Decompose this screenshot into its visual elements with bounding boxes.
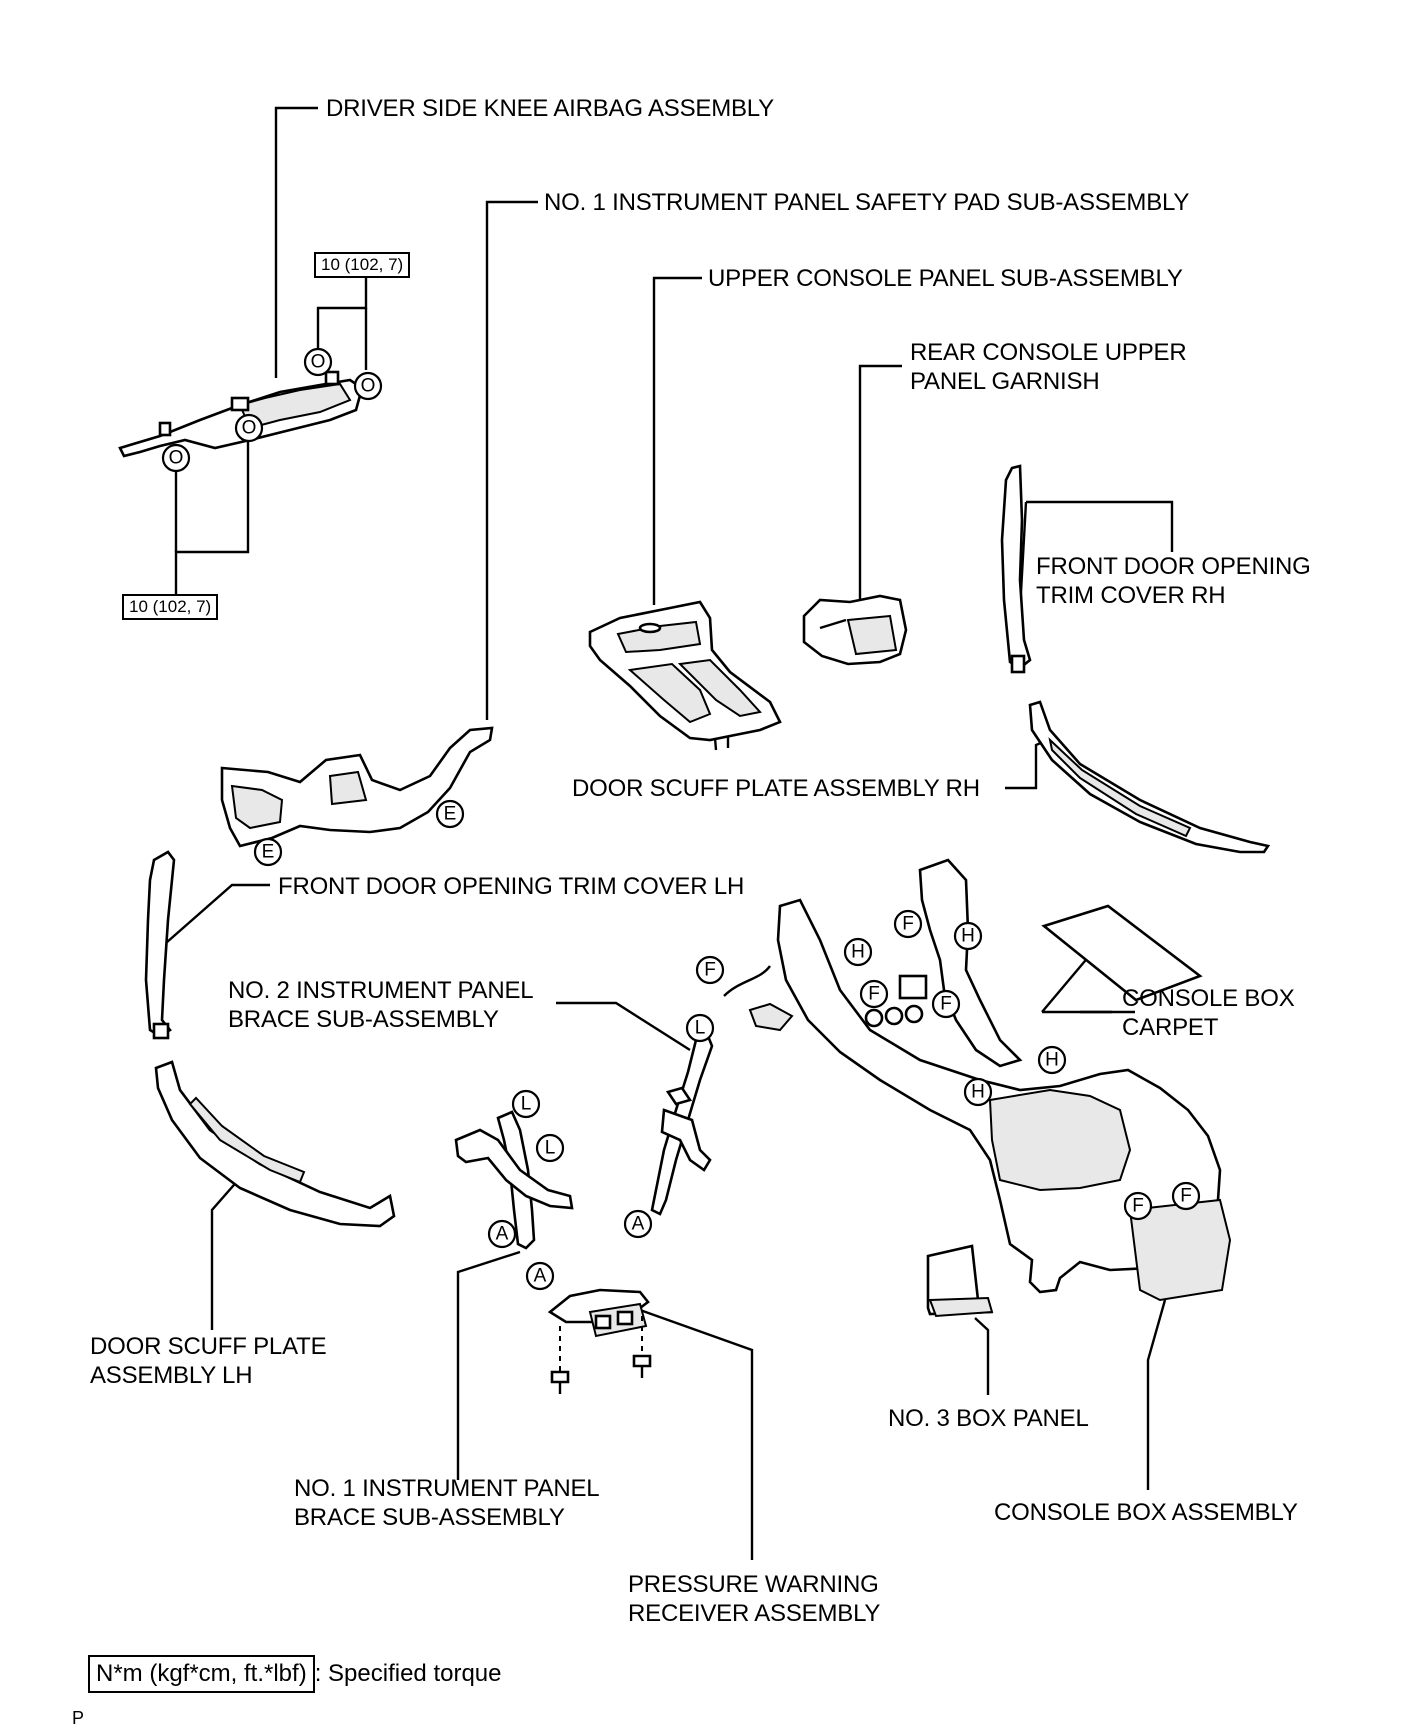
- svg-text:H: H: [971, 1082, 985, 1103]
- rear-console-garnish-part: [802, 594, 908, 666]
- callout-l: L: [535, 1133, 565, 1163]
- callout-f: F: [1123, 1191, 1153, 1221]
- label-upper-console-panel: UPPER CONSOLE PANEL SUB-ASSEMBLY: [708, 265, 1183, 292]
- legend-units-box: N*m (kgf*cm, ft.*lbf): [88, 1655, 315, 1693]
- label-door-scuff-rh: DOOR SCUFF PLATE ASSEMBLY RH: [572, 775, 980, 802]
- callout-h: H: [1037, 1045, 1067, 1075]
- callout-o: O: [303, 347, 333, 377]
- callout-a: A: [623, 1209, 653, 1239]
- leader-lines: [157, 106, 1174, 1560]
- label-no3-box-panel: NO. 3 BOX PANEL: [888, 1405, 1089, 1432]
- label-console-box-carpet: CONSOLE BOX CARPET: [1122, 985, 1295, 1041]
- knee-airbag-part: [118, 370, 364, 458]
- label-driver-knee-airbag: DRIVER SIDE KNEE AIRBAG ASSEMBLY: [326, 95, 774, 122]
- svg-text:F: F: [704, 960, 716, 981]
- no1-brace-part: [454, 1110, 574, 1250]
- pressure-receiver-part: [547, 1288, 652, 1394]
- label-door-scuff-lh: DOOR SCUFF PLATE ASSEMBLY LH: [90, 1333, 327, 1389]
- svg-text:E: E: [262, 842, 275, 863]
- svg-text:H: H: [851, 942, 865, 963]
- callout-a: A: [525, 1261, 555, 1291]
- callout-f: F: [931, 989, 961, 1019]
- callout-l: L: [685, 1013, 715, 1043]
- callout-f: F: [859, 979, 889, 1009]
- callout-e: E: [435, 799, 465, 829]
- legend-text: : Specified torque: [314, 1660, 502, 1687]
- front-door-trim-rh-part: [1000, 464, 1032, 674]
- svg-text:A: A: [632, 1214, 645, 1235]
- svg-text:F: F: [902, 914, 914, 935]
- svg-text:L: L: [521, 1094, 532, 1115]
- callout-l: L: [511, 1089, 541, 1119]
- svg-text:E: E: [444, 804, 457, 825]
- callout-circles: O O O O E E F H H F F F L H H L L F F A …: [161, 347, 1201, 1291]
- svg-text:H: H: [961, 926, 975, 947]
- label-no2-brace: NO. 2 INSTRUMENT PANEL BRACE SUB-ASSEMBL…: [228, 977, 534, 1033]
- front-door-trim-lh-part: [144, 850, 176, 1040]
- callout-h: H: [953, 921, 983, 951]
- callout-f: F: [695, 955, 725, 985]
- torque-spec-lower: 10 (102, 7): [122, 594, 219, 620]
- no2-brace-part: [650, 1034, 714, 1216]
- footer-mark: P: [72, 1708, 85, 1728]
- svg-text:L: L: [545, 1138, 556, 1159]
- callout-e: E: [253, 837, 283, 867]
- safety-pad-part: [220, 726, 494, 848]
- callout-f: F: [893, 909, 923, 939]
- callout-a: A: [487, 1219, 517, 1249]
- callout-h: H: [843, 937, 873, 967]
- door-scuff-rh-part: [1028, 700, 1271, 854]
- label-front-door-trim-lh: FRONT DOOR OPENING TRIM COVER LH: [278, 873, 745, 900]
- callout-o: O: [234, 413, 264, 443]
- upper-console-panel-part: [588, 600, 782, 751]
- svg-text:H: H: [1045, 1050, 1059, 1071]
- svg-text:O: O: [311, 352, 326, 373]
- svg-text:L: L: [695, 1018, 706, 1039]
- callout-o: O: [161, 443, 191, 473]
- svg-text:F: F: [868, 984, 880, 1005]
- label-console-box-assembly: CONSOLE BOX ASSEMBLY: [994, 1499, 1298, 1526]
- door-scuff-lh-part: [154, 1060, 396, 1228]
- callout-f: F: [1171, 1181, 1201, 1211]
- torque-spec-upper: 10 (102, 7): [314, 252, 411, 278]
- svg-text:F: F: [940, 994, 952, 1015]
- no3-box-panel-part: [926, 1244, 994, 1318]
- callout-o: O: [353, 371, 383, 401]
- label-no1-brace: NO. 1 INSTRUMENT PANEL BRACE SUB-ASSEMBL…: [294, 1475, 600, 1531]
- svg-text:O: O: [242, 418, 257, 439]
- svg-text:F: F: [1132, 1196, 1144, 1217]
- label-pressure-receiver: PRESSURE WARNING RECEIVER ASSEMBLY: [628, 1571, 881, 1627]
- label-front-door-trim-rh: FRONT DOOR OPENING TRIM COVER RH: [1036, 553, 1311, 609]
- label-rear-console-garnish: REAR CONSOLE UPPER PANEL GARNISH: [910, 339, 1187, 395]
- torque-legend: N*m (kgf*cm, ft.*lbf): Specified torque: [88, 1655, 502, 1693]
- label-safety-pad: NO. 1 INSTRUMENT PANEL SAFETY PAD SUB-AS…: [544, 189, 1190, 216]
- console-box-carpet-part: [1041, 904, 1203, 1002]
- svg-text:O: O: [169, 448, 184, 469]
- svg-text:O: O: [361, 376, 376, 397]
- callout-h: H: [963, 1077, 993, 1107]
- svg-text:F: F: [1180, 1186, 1192, 1207]
- svg-text:A: A: [496, 1224, 509, 1245]
- svg-text:A: A: [534, 1266, 547, 1287]
